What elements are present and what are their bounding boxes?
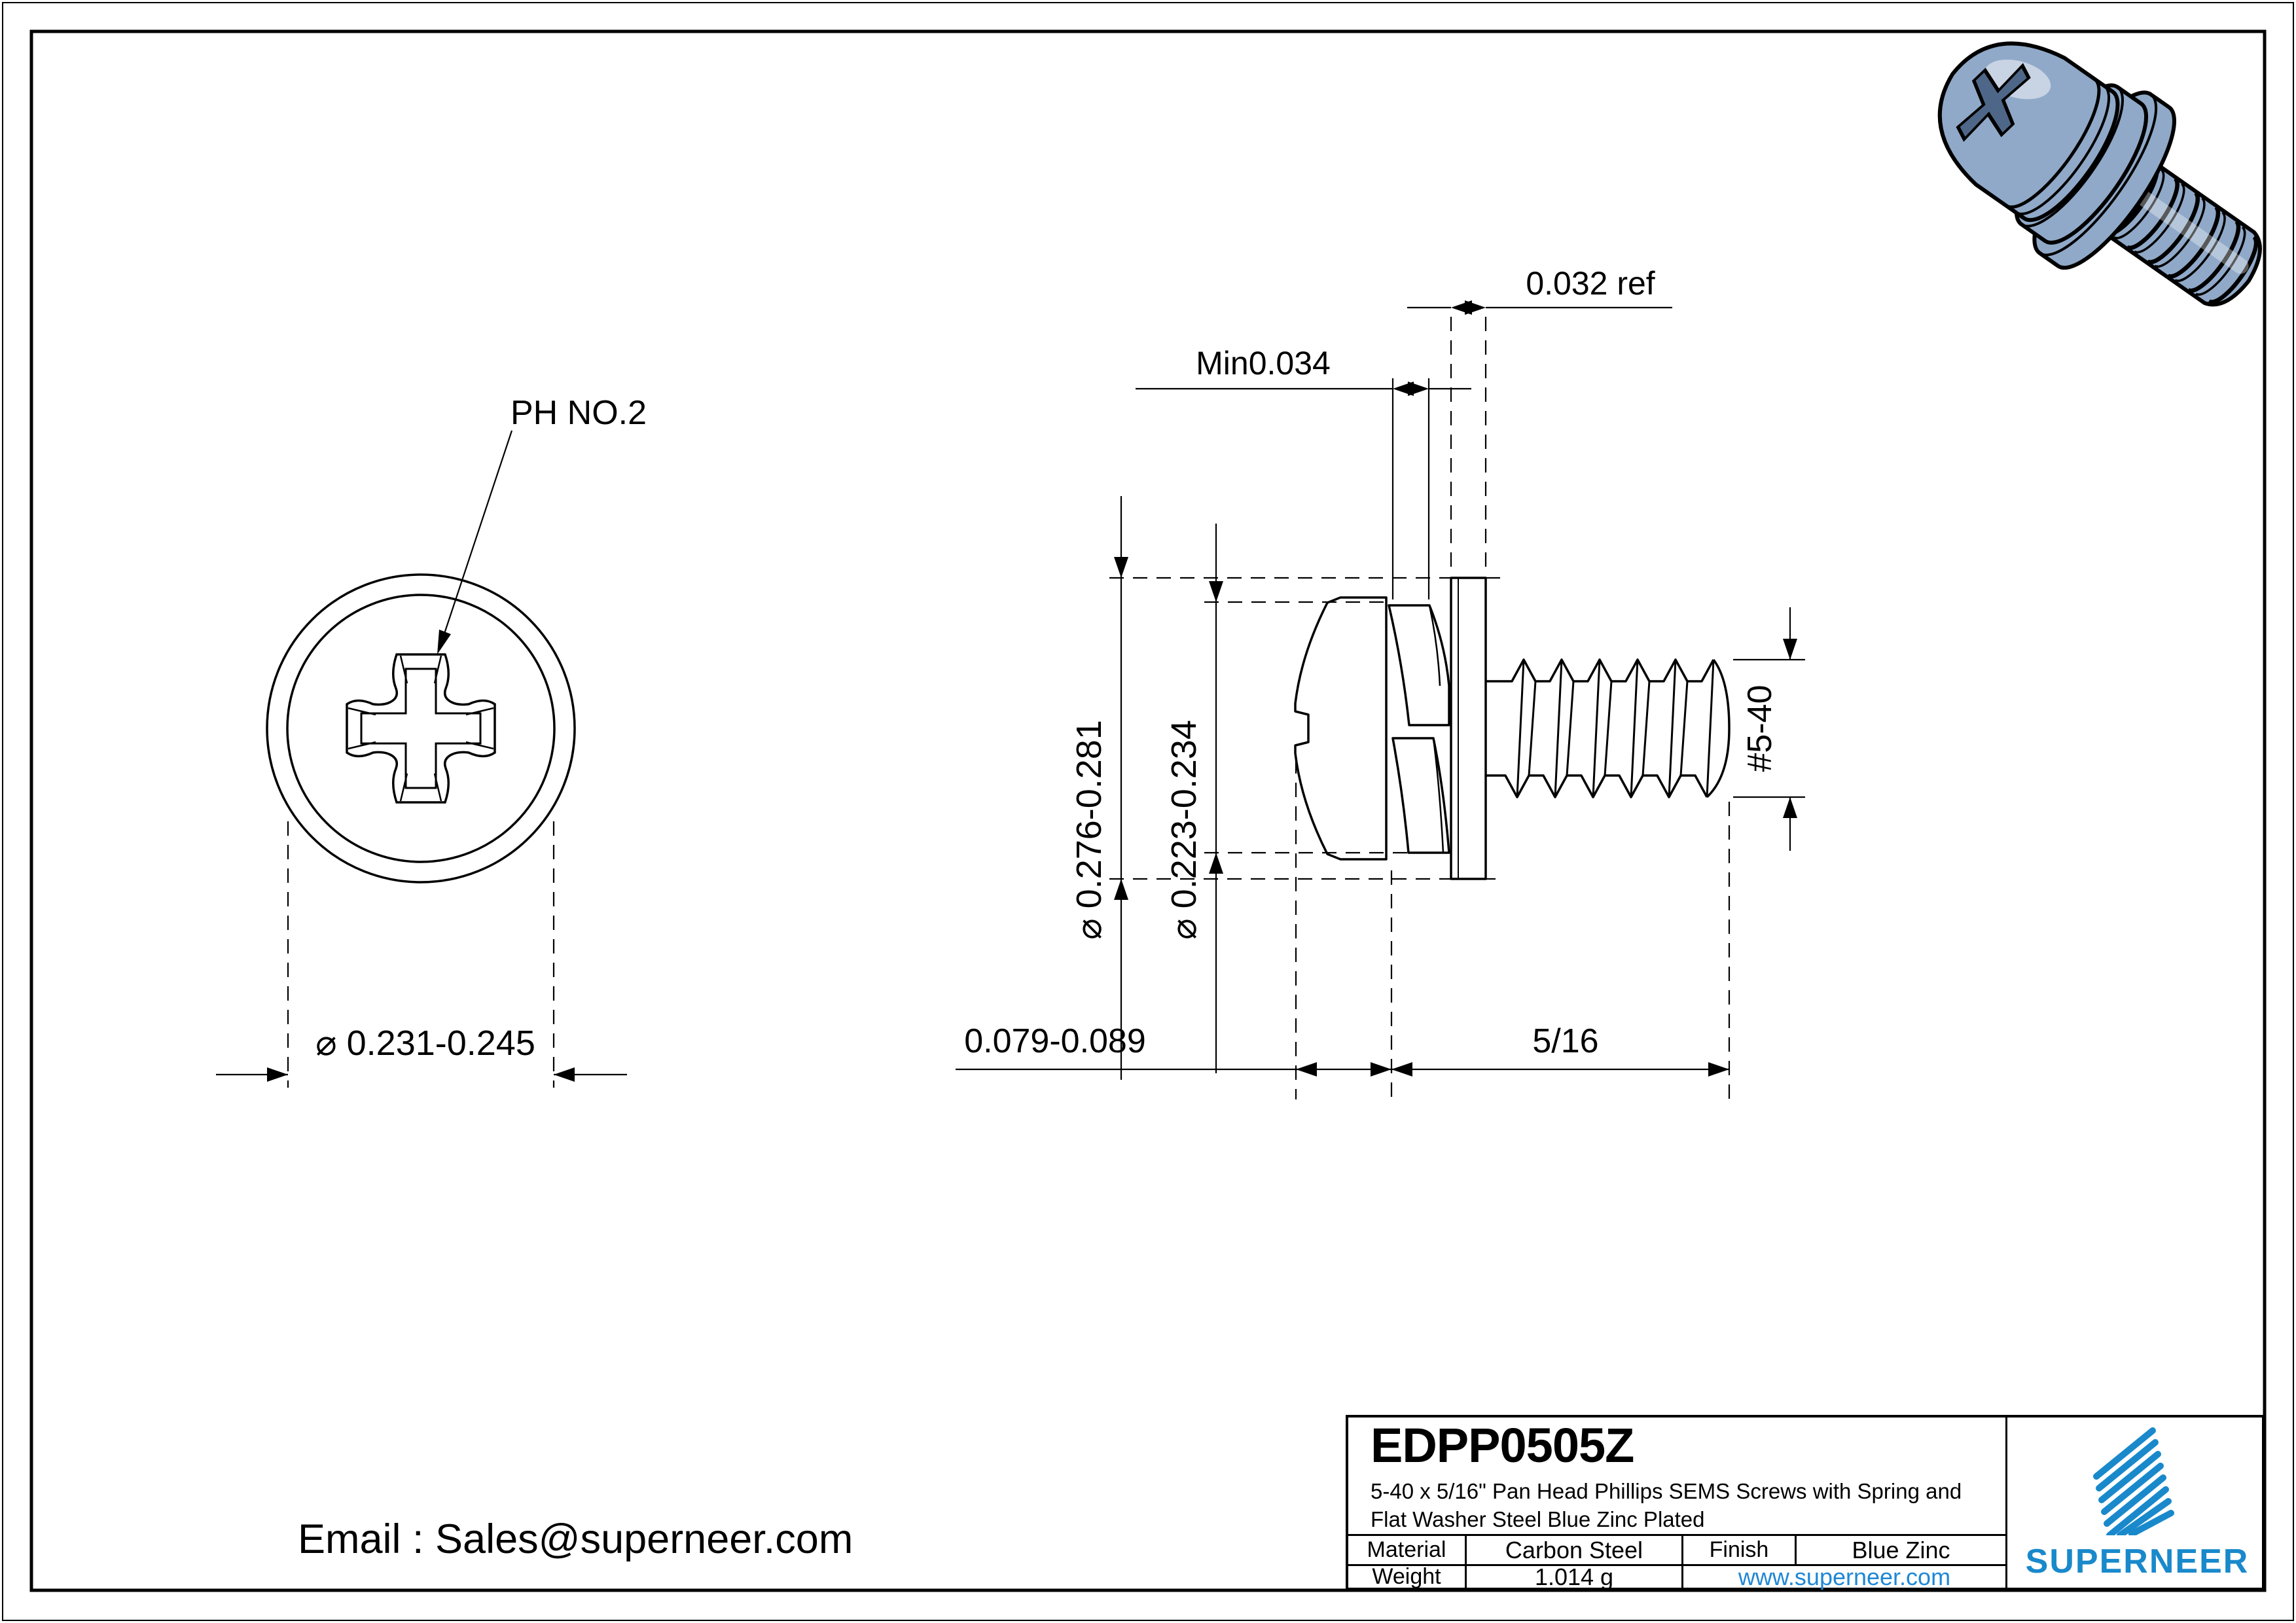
- head-inner-circle: [286, 594, 556, 863]
- drive-label: PH NO.2: [511, 394, 647, 432]
- pan-head-profile: [1294, 596, 1388, 861]
- leader-arrow: [437, 630, 451, 654]
- title-block-header: EDPP0505Z 5-40 x 5/16" Pan Head Phillips…: [1348, 1418, 2005, 1534]
- side-view: [1294, 577, 1731, 880]
- dim-thread-size: #5-40: [1733, 607, 1805, 851]
- dim-spring-washer-od: ⌀ 0.223-0.234: [1164, 524, 1449, 1073]
- part-description: 5-40 x 5/16" Pan Head Phillips SEMS Scre…: [1371, 1479, 1962, 1531]
- head-outer-circle: [266, 573, 576, 883]
- dim-spring-washer-thickness: Min0.034: [1136, 345, 1471, 599]
- screw-3d-render: [1937, 41, 2262, 307]
- weight-value-cell: 1.014 g: [1465, 1563, 1681, 1590]
- thread-rings: [2105, 162, 2259, 304]
- thread-flanks: [1516, 659, 1715, 798]
- brand-logo-cell: SUPERNEER: [2005, 1418, 2267, 1588]
- website-link[interactable]: www.superneer.com: [1738, 1563, 1951, 1590]
- dim-bottom-chain: 0.079-0.089 5/16: [956, 759, 1731, 1099]
- svg-text:#5-40: #5-40: [1741, 685, 1779, 772]
- dim-flat-washer-od: ⌀ 0.276-0.281: [1069, 496, 1500, 1080]
- svg-text:⌀ 0.276-0.281: ⌀ 0.276-0.281: [1069, 720, 1109, 940]
- material-value-cell: Carbon Steel: [1465, 1534, 1681, 1564]
- phillips-cross-outer: [346, 653, 496, 804]
- flat-washer: [1450, 577, 1487, 880]
- contact-email: Email : Sales@superneer.com: [298, 1516, 853, 1562]
- dim-head-height-label: 0.079-0.089: [964, 1022, 1146, 1060]
- title-block: EDPP0505Z 5-40 x 5/16" Pan Head Phillips…: [1346, 1415, 2265, 1590]
- head-diameter-label: ⌀ 0.231-0.245: [315, 1024, 535, 1063]
- weight-label-cell: Weight: [1348, 1564, 1465, 1589]
- phillips-tip-lines: [348, 655, 494, 802]
- part-number: EDPP0505Z: [1371, 1418, 1634, 1472]
- spring-washer-top: [1388, 604, 1450, 726]
- svg-text:⌀ 0.223-0.234: ⌀ 0.223-0.234: [1164, 720, 1204, 940]
- thread-bottom-profile: [1500, 774, 1708, 798]
- thread-top-profile: [1500, 658, 1715, 683]
- inner-border: [29, 29, 2267, 1592]
- svg-text:0.032 ref: 0.032 ref: [1526, 265, 1655, 302]
- finish-label-cell: Finish: [1681, 1534, 1795, 1564]
- svg-text:Min0.034: Min0.034: [1196, 345, 1331, 382]
- render-phillips-recess: [1956, 63, 2031, 142]
- material-label-cell: Material: [1348, 1534, 1465, 1564]
- phillips-cross-inner: [360, 668, 482, 789]
- front-view-callout: PH NO.2: [437, 394, 647, 654]
- front-view-dimension: ⌀ 0.231-0.245: [216, 821, 627, 1088]
- finish-value-cell: Blue Zinc: [1795, 1534, 2005, 1564]
- spring-washer-bottom: [1391, 737, 1450, 854]
- dim-thread-length-label: 5/16: [1532, 1022, 1598, 1060]
- dim-flat-washer-thickness: 0.032 ref: [1407, 265, 1672, 575]
- front-view: [266, 573, 576, 883]
- thread-end: [1706, 658, 1731, 798]
- brand-logo-icon: [2092, 1427, 2174, 1535]
- brand-name: SUPERNEER: [2025, 1543, 2250, 1580]
